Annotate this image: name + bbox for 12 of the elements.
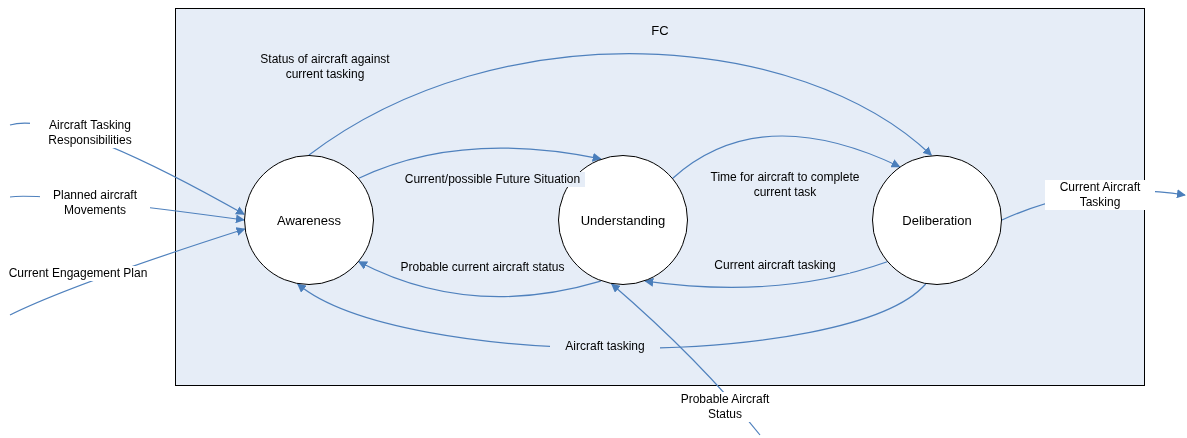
arrow bbox=[672, 135, 901, 179]
state-circle: Deliberation bbox=[872, 155, 1002, 285]
boundary-title: FC bbox=[650, 23, 670, 38]
edge-label: Current Engagement Plan bbox=[8, 266, 148, 281]
arrow bbox=[358, 147, 602, 179]
arrow bbox=[644, 261, 888, 288]
edge-label: Current Aircraft Tasking bbox=[1045, 180, 1155, 210]
state-circle: Awareness bbox=[244, 155, 374, 285]
system-boundary-box bbox=[175, 8, 1145, 386]
edge-label: Aircraft tasking bbox=[550, 339, 660, 354]
arrow bbox=[358, 261, 602, 298]
arrow bbox=[308, 53, 933, 156]
